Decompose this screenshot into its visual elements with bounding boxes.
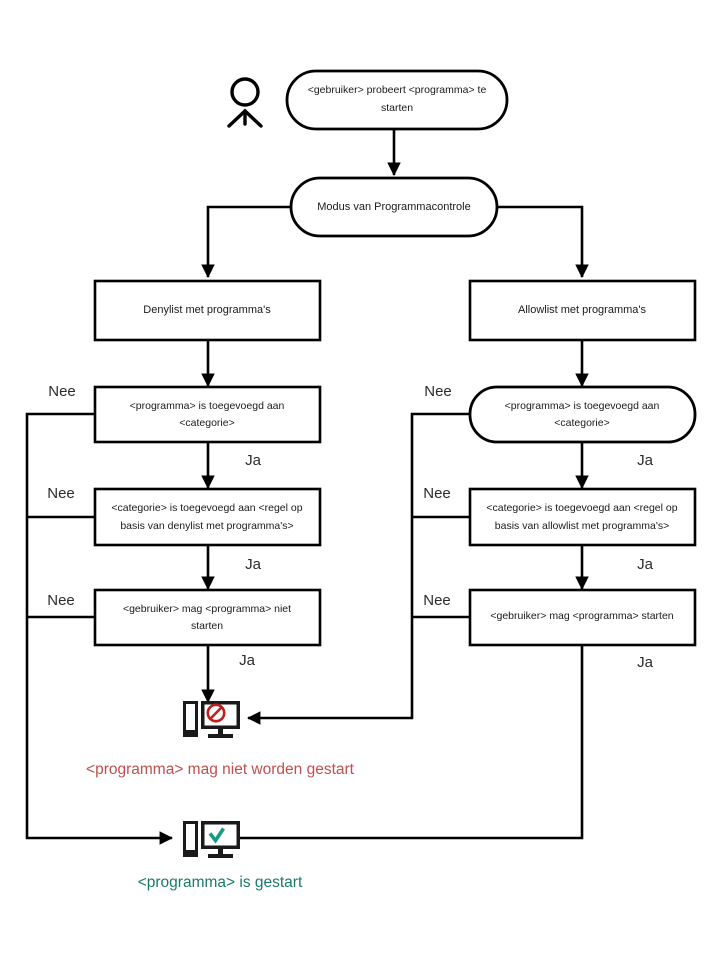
node-deny-category-rule-line2: basis van denylist met programma's> [120, 520, 293, 532]
edge-label-right-ja-1: Ja [637, 452, 654, 469]
node-allow-user-start: <gebruiker> mag <programma> starten [468, 588, 697, 647]
node-denylist-mode-label: Denylist met programma's [143, 304, 271, 316]
edge-label-right-ja-3: Ja [637, 654, 654, 671]
node-allowlist-mode: Allowlist met programma's [468, 279, 697, 342]
edge-label-left-nee-2: Nee [47, 485, 75, 502]
gebruiker-actor-icon [227, 77, 263, 128]
edge-label-right-ja-2: Ja [637, 556, 654, 573]
node-start: <gebruiker> probeert <programma> te star… [285, 69, 509, 131]
blocked-result-label: <programma> mag niet worden gestart [86, 761, 355, 778]
edge-label-left-ja-1: Ja [245, 452, 262, 469]
node-deny-prog-category: <programma> is toegevoegd aan <categorie… [93, 385, 322, 444]
edge-label-left-ja-2: Ja [245, 556, 262, 573]
edge-label-left-ja-3: Ja [239, 652, 256, 669]
node-denylist-mode: Denylist met programma's [93, 279, 322, 342]
node-allow-category-rule: <categorie> is toegevoegd aan <regel op … [468, 487, 697, 547]
node-start-line1: <gebruiker> probeert <programma> te [308, 84, 487, 96]
connector-left-nee-rail [25, 412, 174, 845]
node-deny-prog-category-line2: <categorie> [179, 417, 234, 429]
node-mode-label: Modus van Programmacontrole [317, 201, 470, 213]
node-allow-prog-category-line2: <categorie> [554, 417, 609, 429]
computer-allowed-icon [183, 821, 240, 858]
node-deny-category-rule: <categorie> is toegevoegd aan <regel op … [93, 487, 322, 547]
edge-label-left-nee-3: Nee [47, 592, 75, 609]
node-start-line2: starten [381, 102, 413, 114]
node-deny-prog-category-line1: <programma> is toegevoegd aan [130, 400, 285, 412]
edge-label-right-nee-3: Nee [423, 592, 451, 609]
connector-mode-to-allowlist [497, 205, 589, 279]
edge-label-left-nee-1: Nee [48, 383, 76, 400]
node-allow-user-start-label: <gebruiker> mag <programma> starten [490, 610, 673, 622]
node-deny-user-block-line1: <gebruiker> mag <programma> niet [123, 603, 291, 615]
edge-label-right-nee-1: Nee [424, 383, 452, 400]
node-deny-user-block: <gebruiker> mag <programma> niet starten [93, 588, 322, 647]
connector-right-nee-rail [246, 412, 470, 725]
node-allow-prog-category-line1: <programma> is toegevoegd aan [505, 400, 660, 412]
edge-label-right-nee-2: Nee [423, 485, 451, 502]
node-deny-category-rule-line1: <categorie> is toegevoegd aan <regel op [111, 502, 302, 514]
node-mode: Modus van Programmacontrole [289, 176, 499, 238]
node-allow-category-rule-line2: basis van allowlist met programma's> [495, 520, 669, 532]
node-allow-category-rule-line1: <categorie> is toegevoegd aan <regel op [486, 502, 677, 514]
computer-blocked-icon [183, 701, 240, 738]
connector-userstart-to-allowed-icon [232, 645, 584, 840]
connector-mode-to-denylist [201, 205, 291, 279]
node-allowlist-mode-label: Allowlist met programma's [518, 304, 647, 316]
node-allow-prog-category: <programma> is toegevoegd aan <categorie… [468, 385, 697, 444]
allowed-result-label: <programma> is gestart [138, 874, 303, 891]
node-deny-user-block-line2: starten [191, 620, 223, 632]
